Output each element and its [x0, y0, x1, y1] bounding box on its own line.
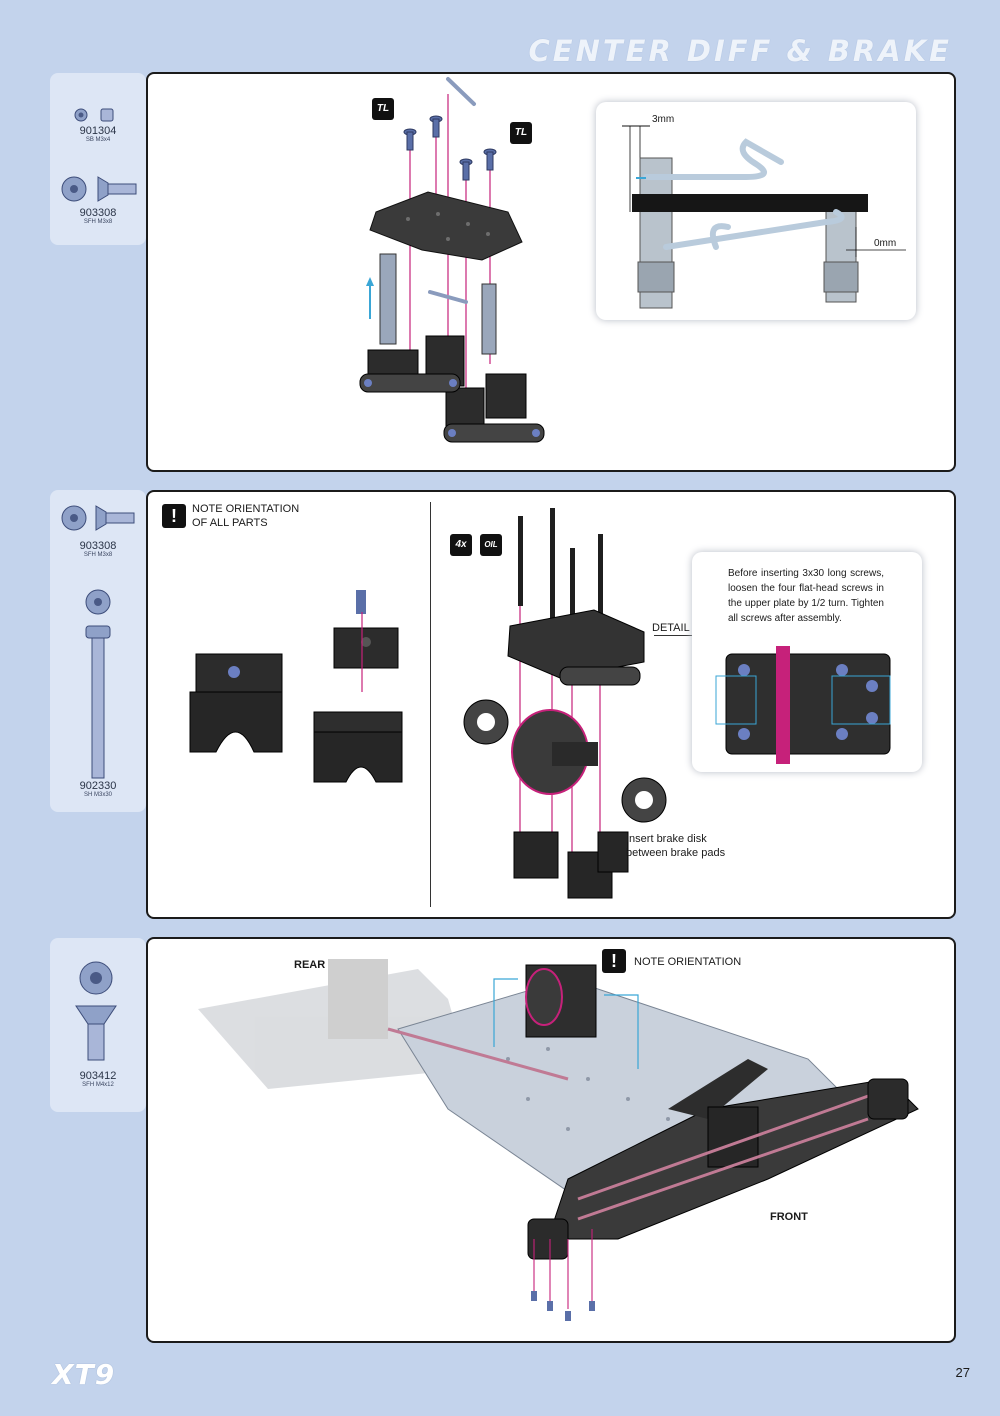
part-desc: SFH M3x8	[83, 552, 113, 558]
button-head-screw-icon	[74, 108, 114, 122]
part-code: 901304	[79, 125, 117, 137]
part-code: 903412	[79, 1070, 117, 1082]
detail-leader-line	[654, 635, 692, 636]
part-desc: SFH M3x8	[83, 219, 113, 225]
divider	[430, 502, 431, 907]
detail-inset-spacing: 3mm 0mm	[596, 102, 916, 320]
detail-label: DETAIL	[652, 622, 690, 634]
threadlock-badge: TL	[372, 98, 394, 120]
threadlock-badge: TL	[510, 122, 532, 144]
parts-box-step3: 903412 SFH M4x12	[50, 938, 146, 1112]
warning-icon: !	[162, 504, 186, 528]
part-desc: SFH M4x12	[82, 1082, 114, 1088]
socket-head-screw-icon	[85, 589, 111, 779]
page-title: CENTER DIFF & BRAKE	[528, 34, 952, 68]
detail-caption: Before inserting 3x30 long screws, loose…	[728, 568, 884, 624]
front-label: FRONT	[770, 1211, 808, 1223]
flat-head-screw-icon	[61, 505, 135, 531]
brake-disk-caption: Insert brake disk between brake pads	[626, 833, 726, 859]
brand-logo: XT9	[52, 1358, 116, 1391]
parts-box-step2: 903308 SFH M3x8 902330 SH M3x30	[50, 490, 146, 812]
part-code: 903308	[79, 207, 117, 219]
page-number: 27	[955, 1365, 970, 1380]
flat-head-screw-icon	[61, 176, 137, 202]
pad-holder-orientation-illustration	[189, 590, 403, 783]
warning-icon: !	[602, 949, 626, 973]
step1-panel: TL TL	[146, 72, 956, 472]
parts-box-step1: 901304 SB M3x4 903308 SFH M3x8	[50, 73, 146, 245]
rear-label: REAR	[294, 959, 326, 971]
part-code: 902330	[79, 780, 117, 792]
detail-inset-screws: Before inserting 3x30 long screws, loose…	[692, 552, 922, 772]
note-orientation-text: NOTE ORIENTATION OF ALL PARTS	[192, 503, 300, 529]
top-plate-detail-illustration	[715, 646, 891, 764]
flat-head-screw-icon	[75, 961, 117, 1061]
diff-brake-exploded-illustration	[463, 508, 667, 899]
diff-mount-exploded-illustration	[359, 77, 545, 443]
oil-badge: OIL	[480, 534, 502, 556]
quantity-badge: 4x	[450, 534, 472, 556]
part-desc: SH M3x30	[83, 792, 112, 798]
chassis-assembly-illustration	[198, 959, 919, 1321]
note-orientation-text: NOTE ORIENTATION	[634, 956, 742, 968]
step2-panel: ! NOTE ORIENTATION OF ALL PARTS 4x OIL D	[146, 490, 956, 919]
part-desc: SB M3x4	[85, 137, 111, 143]
part-code: 903308	[79, 540, 117, 552]
spacing-detail-illustration	[622, 125, 906, 309]
dimension-label: 0mm	[874, 238, 897, 249]
step3-panel: REAR FRONT ! NOTE ORIENTATION	[146, 937, 956, 1343]
dimension-label: 3mm	[652, 114, 675, 125]
